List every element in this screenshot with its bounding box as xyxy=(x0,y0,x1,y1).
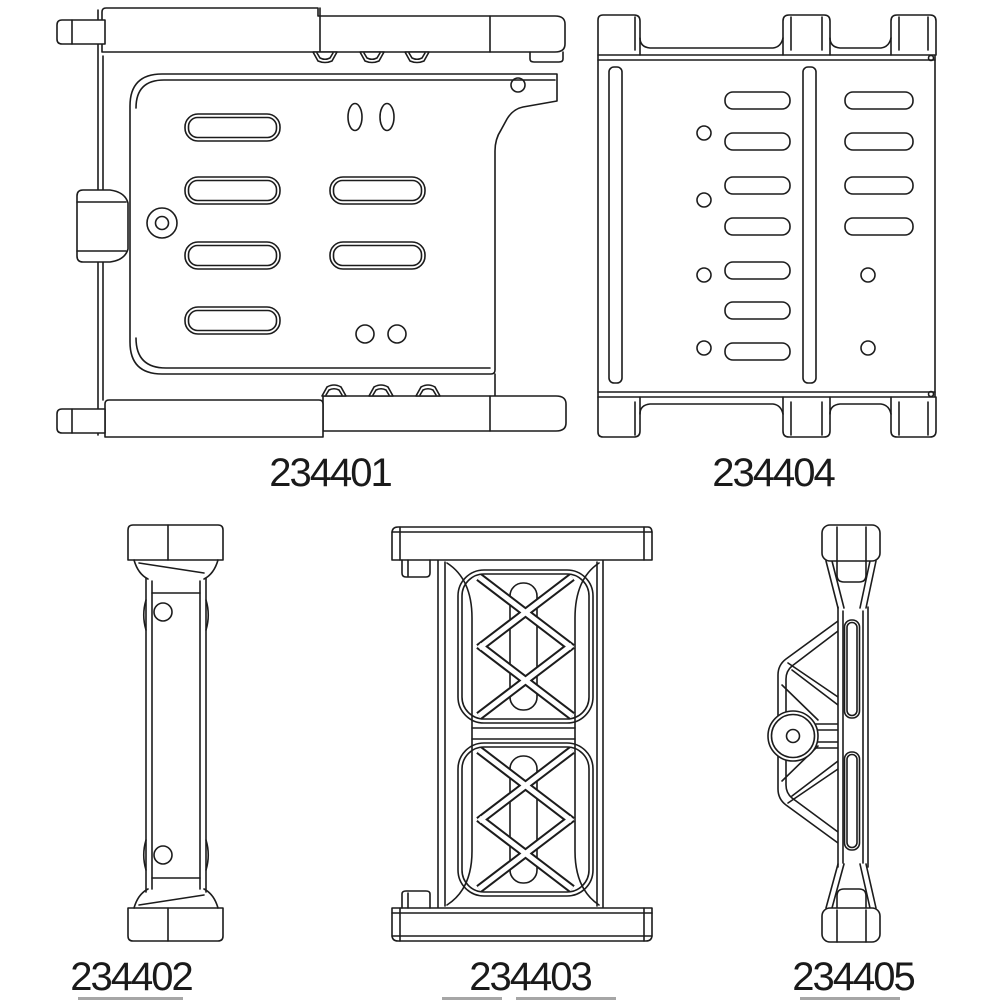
part-drawing-234402 xyxy=(126,522,226,947)
part-drawing-234401 xyxy=(52,0,582,450)
part-label-234403: 234403 xyxy=(469,955,592,999)
cropped-content-mark xyxy=(78,997,183,1000)
lattice-stand-drawing xyxy=(391,526,653,942)
part-drawing-234404 xyxy=(595,5,945,440)
mount-bracket-drawing xyxy=(767,524,881,943)
part-label-234404: 234404 xyxy=(712,451,835,495)
cropped-content-mark xyxy=(800,997,900,1000)
cropped-content-mark xyxy=(442,997,502,1000)
part-label-234402: 234402 xyxy=(70,955,193,999)
part-drawing-234403 xyxy=(388,517,658,947)
chassis-brace-drawing xyxy=(127,524,224,942)
part-drawing-234405 xyxy=(752,515,937,955)
part-label-234405: 234405 xyxy=(792,955,915,999)
skid-plate-underside-drawing xyxy=(597,14,937,438)
part-label-234401: 234401 xyxy=(269,451,392,495)
skid-plate-drawing xyxy=(56,7,567,438)
cropped-content-mark xyxy=(516,997,616,1000)
